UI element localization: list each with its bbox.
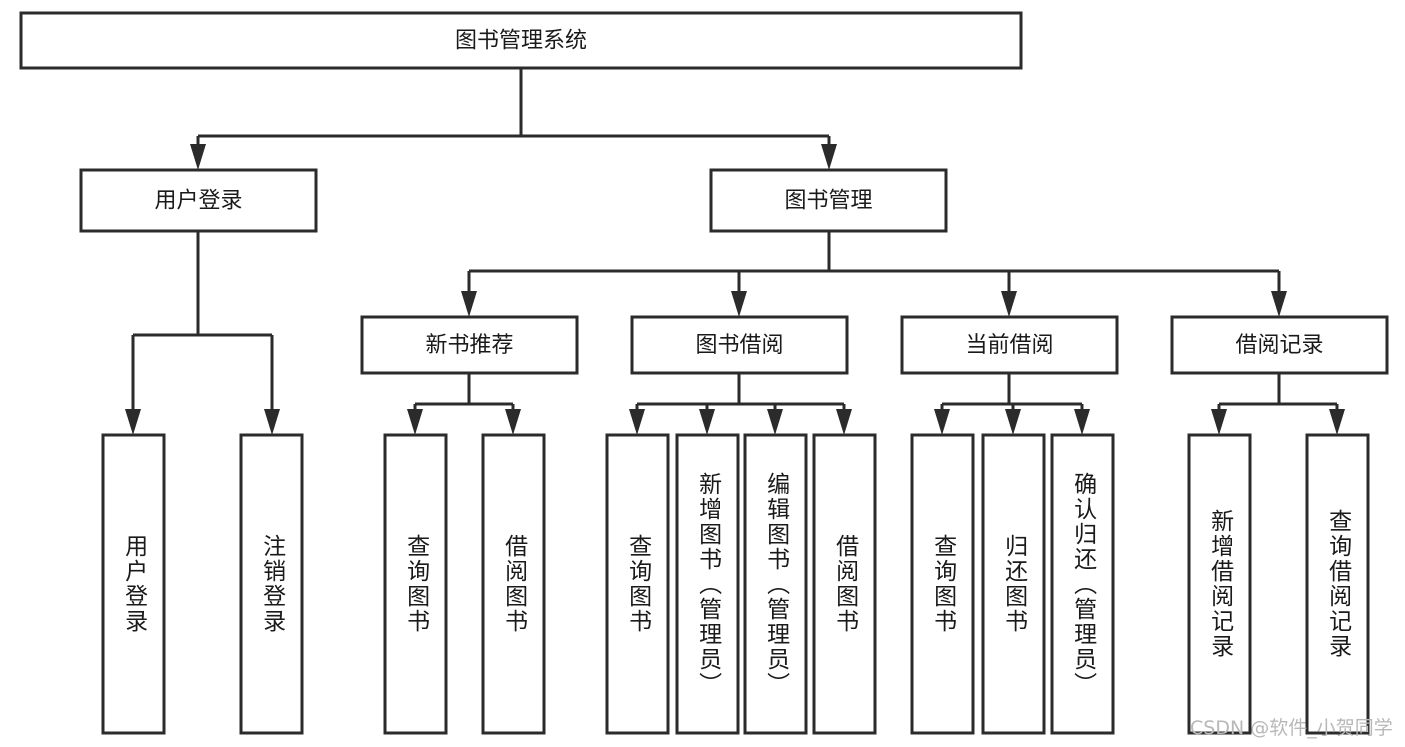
arrow-head-icon bbox=[699, 409, 715, 435]
node-box bbox=[605, 433, 670, 735]
node-borrow-record[interactable]: 借阅记录 bbox=[1170, 315, 1389, 375]
node-box bbox=[709, 168, 948, 233]
node-leaf-return-book[interactable] bbox=[981, 433, 1046, 735]
node-leaf-query-book-1[interactable] bbox=[383, 433, 448, 735]
node-box bbox=[1305, 433, 1370, 735]
arrow-head-icon bbox=[821, 144, 837, 170]
connector-conn-bb-a bbox=[629, 404, 645, 435]
connector-conn-root-to-user-login bbox=[190, 136, 206, 170]
node-box bbox=[743, 433, 808, 735]
node-box bbox=[1187, 433, 1252, 735]
arrow-head-icon bbox=[934, 409, 950, 435]
node-leaf-confirm-return[interactable] bbox=[1050, 433, 1115, 735]
csdn-watermark: CSDN @软件_小贺同学 bbox=[1190, 717, 1393, 739]
node-leaf-logout[interactable] bbox=[239, 433, 304, 735]
arrow-head-icon bbox=[461, 291, 477, 317]
node-box bbox=[675, 433, 740, 735]
arrow-head-icon bbox=[731, 291, 747, 317]
node-leaf-borrow-book-2[interactable] bbox=[812, 433, 877, 735]
node-leaf-query-book-3[interactable] bbox=[910, 433, 975, 735]
connector-conn-nbr-b bbox=[505, 404, 521, 435]
node-leaf-borrow-book-1[interactable] bbox=[481, 433, 546, 735]
node-label: 借阅记录 bbox=[1235, 333, 1323, 358]
arrow-head-icon bbox=[836, 409, 852, 435]
node-label: 图书借阅 bbox=[695, 333, 783, 358]
arrow-head-icon bbox=[1074, 409, 1090, 435]
node-book-borrow[interactable]: 图书借阅 bbox=[630, 315, 849, 375]
arrow-head-icon bbox=[407, 409, 423, 435]
arrow-head-icon bbox=[505, 409, 521, 435]
node-leaf-query-record[interactable] bbox=[1305, 433, 1370, 735]
arrow-head-icon bbox=[1001, 291, 1017, 317]
node-box bbox=[1050, 433, 1115, 735]
node-leaf-edit-book[interactable] bbox=[743, 433, 808, 735]
arrow-head-icon bbox=[767, 409, 783, 435]
connector-conn-ul-leaf2 bbox=[264, 335, 280, 435]
node-leaf-user-login[interactable] bbox=[101, 433, 166, 735]
arrow-head-icon bbox=[1005, 409, 1021, 435]
connector-conn-root-to-book-manage bbox=[821, 136, 837, 170]
connector-conn-bb-b bbox=[699, 404, 715, 435]
connector-conn-bm-3 bbox=[1001, 271, 1017, 317]
arrow-head-icon bbox=[190, 144, 206, 170]
node-user-login[interactable]: 用户登录 bbox=[79, 168, 318, 233]
node-root[interactable]: 图书管理系统 bbox=[19, 11, 1023, 70]
node-box bbox=[910, 433, 975, 735]
node-label: 新书推荐 bbox=[425, 333, 513, 358]
node-box bbox=[383, 433, 448, 735]
connector-conn-bb-d bbox=[836, 404, 852, 435]
node-leaf-add-record[interactable] bbox=[1187, 433, 1252, 735]
arrow-head-icon bbox=[125, 409, 141, 435]
node-box bbox=[360, 315, 579, 375]
node-label: 图书管理系统 bbox=[455, 29, 587, 54]
node-new-book-rec[interactable]: 新书推荐 bbox=[360, 315, 579, 375]
arrow-head-icon bbox=[629, 409, 645, 435]
connector-conn-cb-b bbox=[1005, 404, 1021, 435]
arrow-head-icon bbox=[1271, 291, 1287, 317]
node-leaf-add-book[interactable] bbox=[675, 433, 740, 735]
node-box bbox=[1170, 315, 1389, 375]
node-box bbox=[19, 11, 1023, 70]
arrow-head-icon bbox=[264, 409, 280, 435]
connector-layer bbox=[125, 68, 1345, 435]
arrow-head-icon bbox=[1211, 409, 1227, 435]
connector-conn-bm-4 bbox=[1271, 271, 1287, 317]
node-box bbox=[981, 433, 1046, 735]
node-box bbox=[900, 315, 1119, 375]
connector-conn-br-a bbox=[1211, 404, 1227, 435]
connector-conn-cb-c bbox=[1074, 404, 1090, 435]
node-box bbox=[79, 168, 318, 233]
arrow-head-icon bbox=[1329, 409, 1345, 435]
connector-conn-cb-a bbox=[934, 404, 950, 435]
connector-conn-nbr-a bbox=[407, 404, 423, 435]
connector-conn-br-b bbox=[1329, 404, 1345, 435]
node-leaf-query-book-2[interactable] bbox=[605, 433, 670, 735]
node-book-manage[interactable]: 图书管理 bbox=[709, 168, 948, 233]
node-box bbox=[812, 433, 877, 735]
connector-conn-bb-c bbox=[767, 404, 783, 435]
connector-conn-ul-leaf1 bbox=[125, 335, 141, 435]
node-label: 当前借阅 bbox=[965, 333, 1053, 358]
node-box bbox=[239, 433, 304, 735]
connector-conn-bm-2 bbox=[731, 271, 747, 317]
node-label: 用户登录 bbox=[154, 189, 242, 214]
node-current-borrow[interactable]: 当前借阅 bbox=[900, 315, 1119, 375]
connector-conn-bm-1 bbox=[461, 271, 477, 317]
node-box bbox=[630, 315, 849, 375]
node-box bbox=[101, 433, 166, 735]
node-box bbox=[481, 433, 546, 735]
node-label: 图书管理 bbox=[784, 189, 872, 214]
